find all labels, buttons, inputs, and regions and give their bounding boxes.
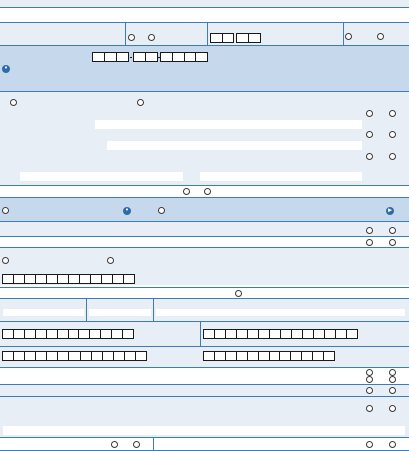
rule (0, 396, 409, 397)
text-field[interactable] (200, 172, 362, 181)
details-row (0, 385, 409, 396)
rule (0, 247, 409, 248)
arrow-bullet-icon (386, 207, 394, 215)
bullet-icon (2, 65, 10, 73)
radio-icon[interactable] (366, 153, 373, 160)
code-input[interactable] (210, 33, 234, 43)
radio-icon[interactable] (235, 290, 242, 297)
radio-icon[interactable] (389, 131, 396, 138)
column-divider (153, 438, 154, 451)
details-row (0, 237, 409, 247)
text-field[interactable] (3, 426, 405, 435)
radio-icon[interactable] (366, 376, 373, 383)
footer-row (0, 438, 409, 451)
radio-icon[interactable] (366, 369, 373, 376)
radio-icon[interactable] (366, 387, 373, 394)
rule (0, 346, 409, 347)
radio-icon[interactable] (133, 441, 140, 448)
radio-icon[interactable] (183, 188, 190, 195)
text-field[interactable] (89, 309, 151, 316)
column-divider (125, 23, 126, 45)
radio-icon[interactable] (389, 239, 396, 246)
radio-icon[interactable] (366, 239, 373, 246)
column-divider (343, 23, 344, 45)
radio-icon[interactable] (137, 99, 144, 106)
radio-icon[interactable] (366, 441, 373, 448)
header-band (0, 0, 409, 7)
number-input[interactable] (133, 52, 158, 62)
header-field[interactable] (4, 11, 405, 18)
text-field[interactable] (3, 309, 84, 316)
radio-icon[interactable] (389, 153, 396, 160)
text-field[interactable] (95, 120, 362, 129)
text-field[interactable] (156, 309, 405, 316)
rule (0, 185, 409, 186)
number-input[interactable] (2, 274, 135, 284)
column-divider (200, 322, 201, 367)
bullet-icon (123, 207, 131, 215)
rule (0, 91, 409, 92)
details-row (0, 222, 409, 236)
radio-icon[interactable] (10, 99, 17, 106)
radio-icon[interactable] (204, 188, 211, 195)
number-input[interactable] (92, 52, 129, 62)
rule (0, 45, 409, 46)
number-input[interactable] (203, 351, 335, 361)
radio-icon[interactable] (2, 207, 9, 214)
rule (0, 287, 409, 288)
number-input[interactable] (2, 351, 147, 361)
column-divider (153, 299, 154, 321)
text-field[interactable] (107, 141, 362, 150)
number-input[interactable] (203, 329, 358, 339)
radio-icon[interactable] (345, 33, 352, 40)
rule (0, 7, 409, 8)
separator (158, 57, 160, 58)
rule (0, 367, 409, 368)
radio-icon[interactable] (366, 110, 373, 117)
rule (0, 221, 409, 222)
radio-icon[interactable] (377, 33, 384, 40)
section-bar (0, 198, 409, 221)
radio-icon[interactable] (2, 257, 9, 264)
column-divider (207, 23, 208, 45)
options-band (0, 92, 409, 185)
number-input[interactable] (2, 329, 134, 339)
radio-icon[interactable] (389, 227, 396, 234)
radio-icon[interactable] (389, 376, 396, 383)
id-row (0, 23, 409, 45)
radio-icon[interactable] (107, 257, 114, 264)
rule (0, 437, 409, 438)
radio-icon[interactable] (366, 131, 373, 138)
radio-icon[interactable] (389, 387, 396, 394)
radio-icon[interactable] (389, 405, 396, 412)
radio-icon[interactable] (366, 405, 373, 412)
radio-icon[interactable] (158, 207, 165, 214)
radio-icon[interactable] (111, 441, 118, 448)
radio-icon[interactable] (148, 34, 155, 41)
rule (0, 321, 409, 322)
rule (0, 298, 409, 299)
column-divider (86, 299, 87, 321)
rule (0, 384, 409, 385)
radio-icon[interactable] (389, 369, 396, 376)
radio-icon[interactable] (389, 110, 396, 117)
separator (130, 57, 132, 58)
radio-icon[interactable] (128, 34, 135, 41)
rule (0, 236, 409, 237)
details-row (0, 368, 409, 384)
rule (0, 197, 409, 198)
radio-icon[interactable] (366, 227, 373, 234)
number-input[interactable] (160, 52, 208, 62)
text-field[interactable] (20, 172, 183, 181)
code-input[interactable] (236, 33, 261, 43)
details-row (0, 288, 409, 298)
radio-icon[interactable] (389, 441, 396, 448)
rule (0, 22, 409, 23)
